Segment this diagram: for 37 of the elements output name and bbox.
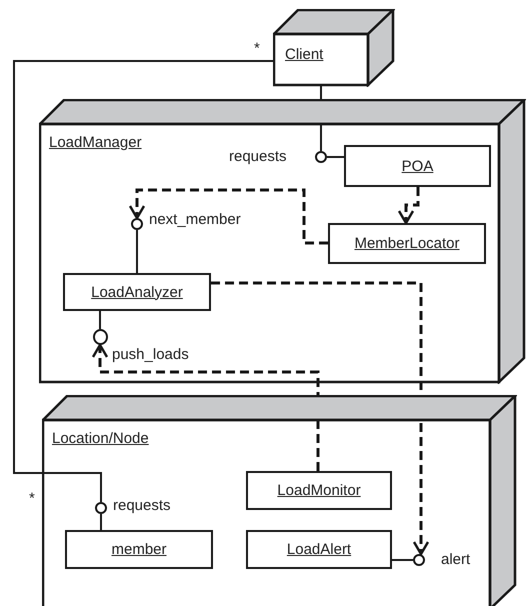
dependency-arrow [211, 282, 430, 556]
interface-circle [131, 218, 143, 230]
dependency-arrow [398, 187, 420, 224]
connector-line [99, 311, 101, 329]
interface-circle [413, 554, 425, 566]
component-name: POA [402, 158, 434, 174]
connector-line [136, 230, 138, 273]
component-name: MemberLocator [354, 235, 460, 252]
node-name: Location/Node [52, 430, 149, 447]
multiplicity-label: * [254, 40, 260, 57]
connector-line [327, 156, 344, 158]
connector-line [392, 559, 413, 561]
interface-label: requests [113, 497, 171, 514]
interface-circle [93, 329, 108, 345]
component-box [63, 273, 211, 311]
multiplicity-label: * [29, 490, 35, 507]
dependency-arrow [92, 344, 320, 471]
node-name: LoadManager [49, 134, 142, 151]
component-name: LoadAlert [286, 541, 352, 558]
component-name: LoadAnalyzer [91, 284, 183, 300]
interface-label: requests [229, 148, 287, 165]
component-name: member [111, 541, 166, 558]
interface-label: next_member [149, 211, 241, 228]
component-box [246, 471, 392, 510]
dependency-arrow [128, 188, 328, 244]
connector-line [13, 60, 274, 502]
component-name: LoadMonitor [277, 482, 361, 499]
interface-label: alert [441, 551, 470, 568]
interface-circle [95, 502, 107, 514]
interface-label: push_loads [112, 346, 189, 363]
component-box [328, 223, 486, 264]
node-name: Client [285, 46, 324, 63]
interface-circle [315, 151, 327, 163]
component-box [65, 530, 213, 569]
component-box [344, 145, 491, 187]
connector-line [100, 514, 102, 530]
component-box [246, 530, 392, 569]
